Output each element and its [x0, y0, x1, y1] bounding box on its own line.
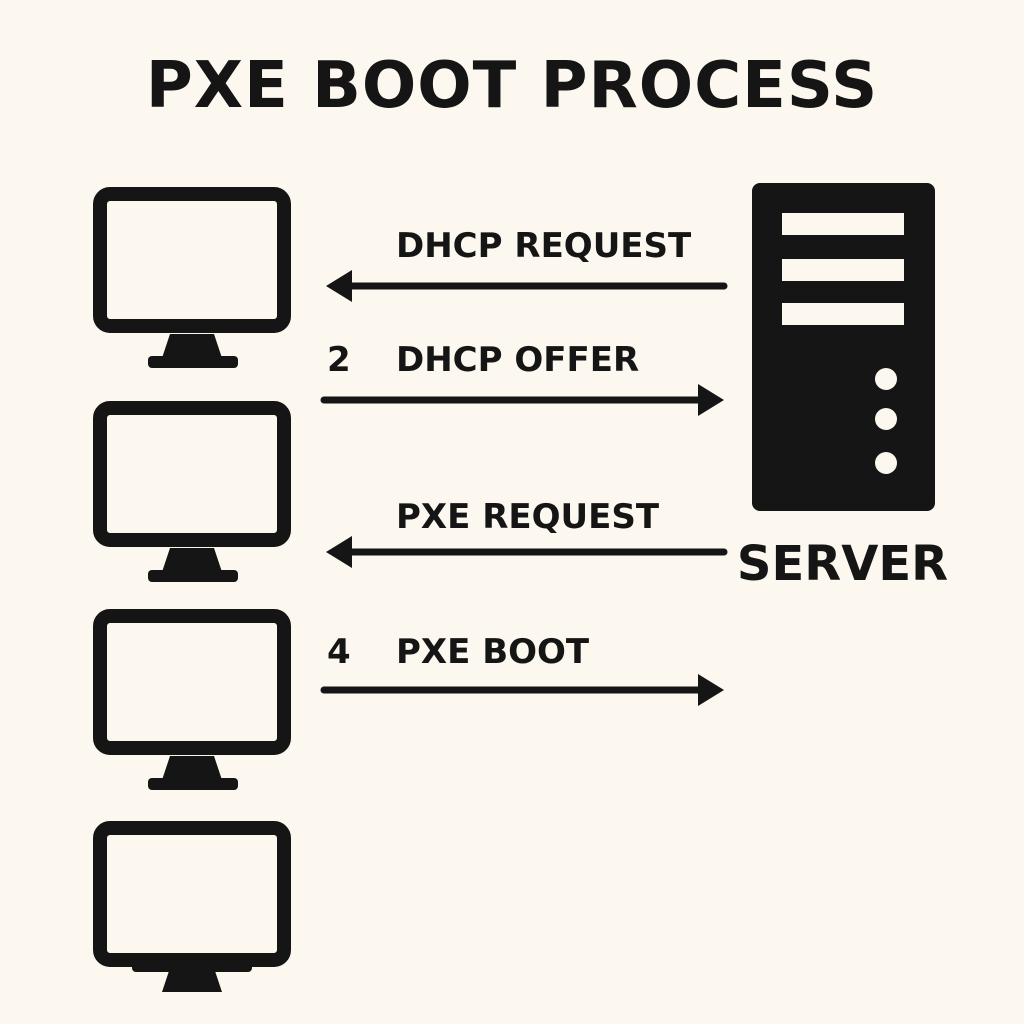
- step-number-2: 2: [327, 340, 351, 380]
- diagram-title: PXE BOOT PROCESS: [145, 49, 879, 123]
- client-monitor-4-icon: [93, 821, 291, 992]
- arrow-left-icon: [326, 270, 728, 302]
- client-monitor-2-icon: [93, 401, 291, 582]
- message-label-pxe-request: PXE REQUEST: [396, 497, 660, 537]
- arrow-right-icon: [320, 384, 724, 416]
- arrow-right-icon: [320, 674, 724, 706]
- client-monitor-1-icon: [93, 187, 291, 368]
- message-label-dhcp-offer: DHCP OFFER: [396, 340, 640, 380]
- step-number-4: 4: [327, 632, 351, 672]
- server-tower-icon: [752, 183, 935, 511]
- arrow-left-icon: [326, 536, 728, 568]
- server-label: SERVER: [736, 536, 949, 592]
- message-label-pxe-boot: PXE BOOT: [396, 632, 590, 672]
- client-monitor-3-icon: [93, 609, 291, 790]
- message-label-dhcp-request: DHCP REQUEST: [396, 226, 692, 266]
